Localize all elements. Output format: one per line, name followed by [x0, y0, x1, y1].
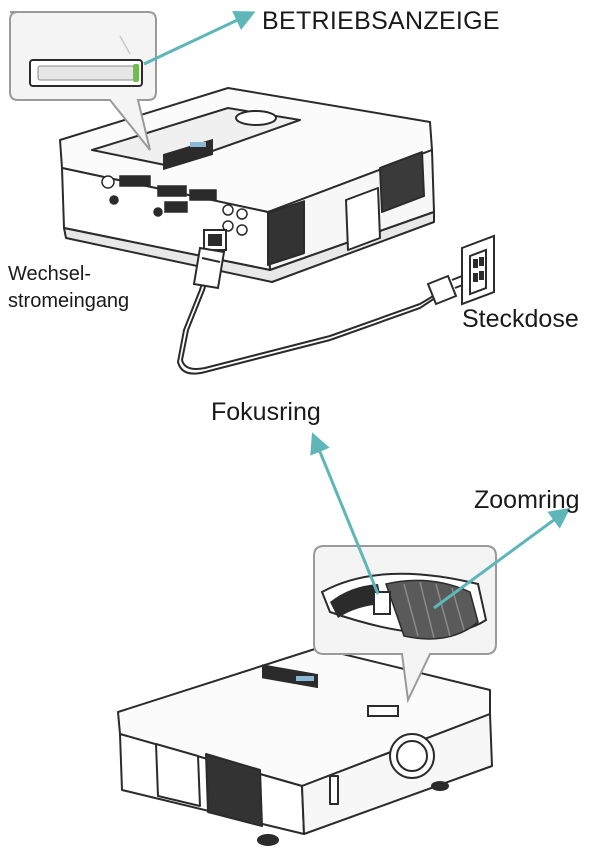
lens-rings-callout: [313, 545, 497, 704]
projector-top: [59, 87, 435, 283]
outlet-label: Steckdose: [462, 305, 579, 333]
input-ports-top: [101, 175, 248, 236]
indicator-arrow: [143, 10, 256, 66]
ac-inlet: [203, 229, 227, 251]
focus-ring-arrow: [310, 432, 380, 595]
zoom-ring-label: Zoomring: [474, 486, 580, 514]
power-cord: [176, 251, 441, 375]
control-panel-top: [163, 138, 213, 171]
ac-input-label-line1: Wechsel-: [8, 263, 91, 285]
ac-input-label-line2: stromeingang: [8, 290, 130, 312]
projector-bottom: [117, 647, 493, 846]
wall-plug: [426, 274, 466, 306]
power-indicator-led: [133, 64, 139, 82]
control-panel-bottom: [262, 664, 399, 717]
wall-outlet: [461, 234, 495, 306]
focus-ring-label: Fokusring: [211, 398, 321, 426]
zoom-ring-arrow: [433, 507, 571, 610]
indicator-callout: [9, 11, 157, 151]
plug-inlet-connector: [192, 246, 226, 290]
operation-indicator-label: BETRIEBSANZEIGE: [262, 7, 500, 35]
